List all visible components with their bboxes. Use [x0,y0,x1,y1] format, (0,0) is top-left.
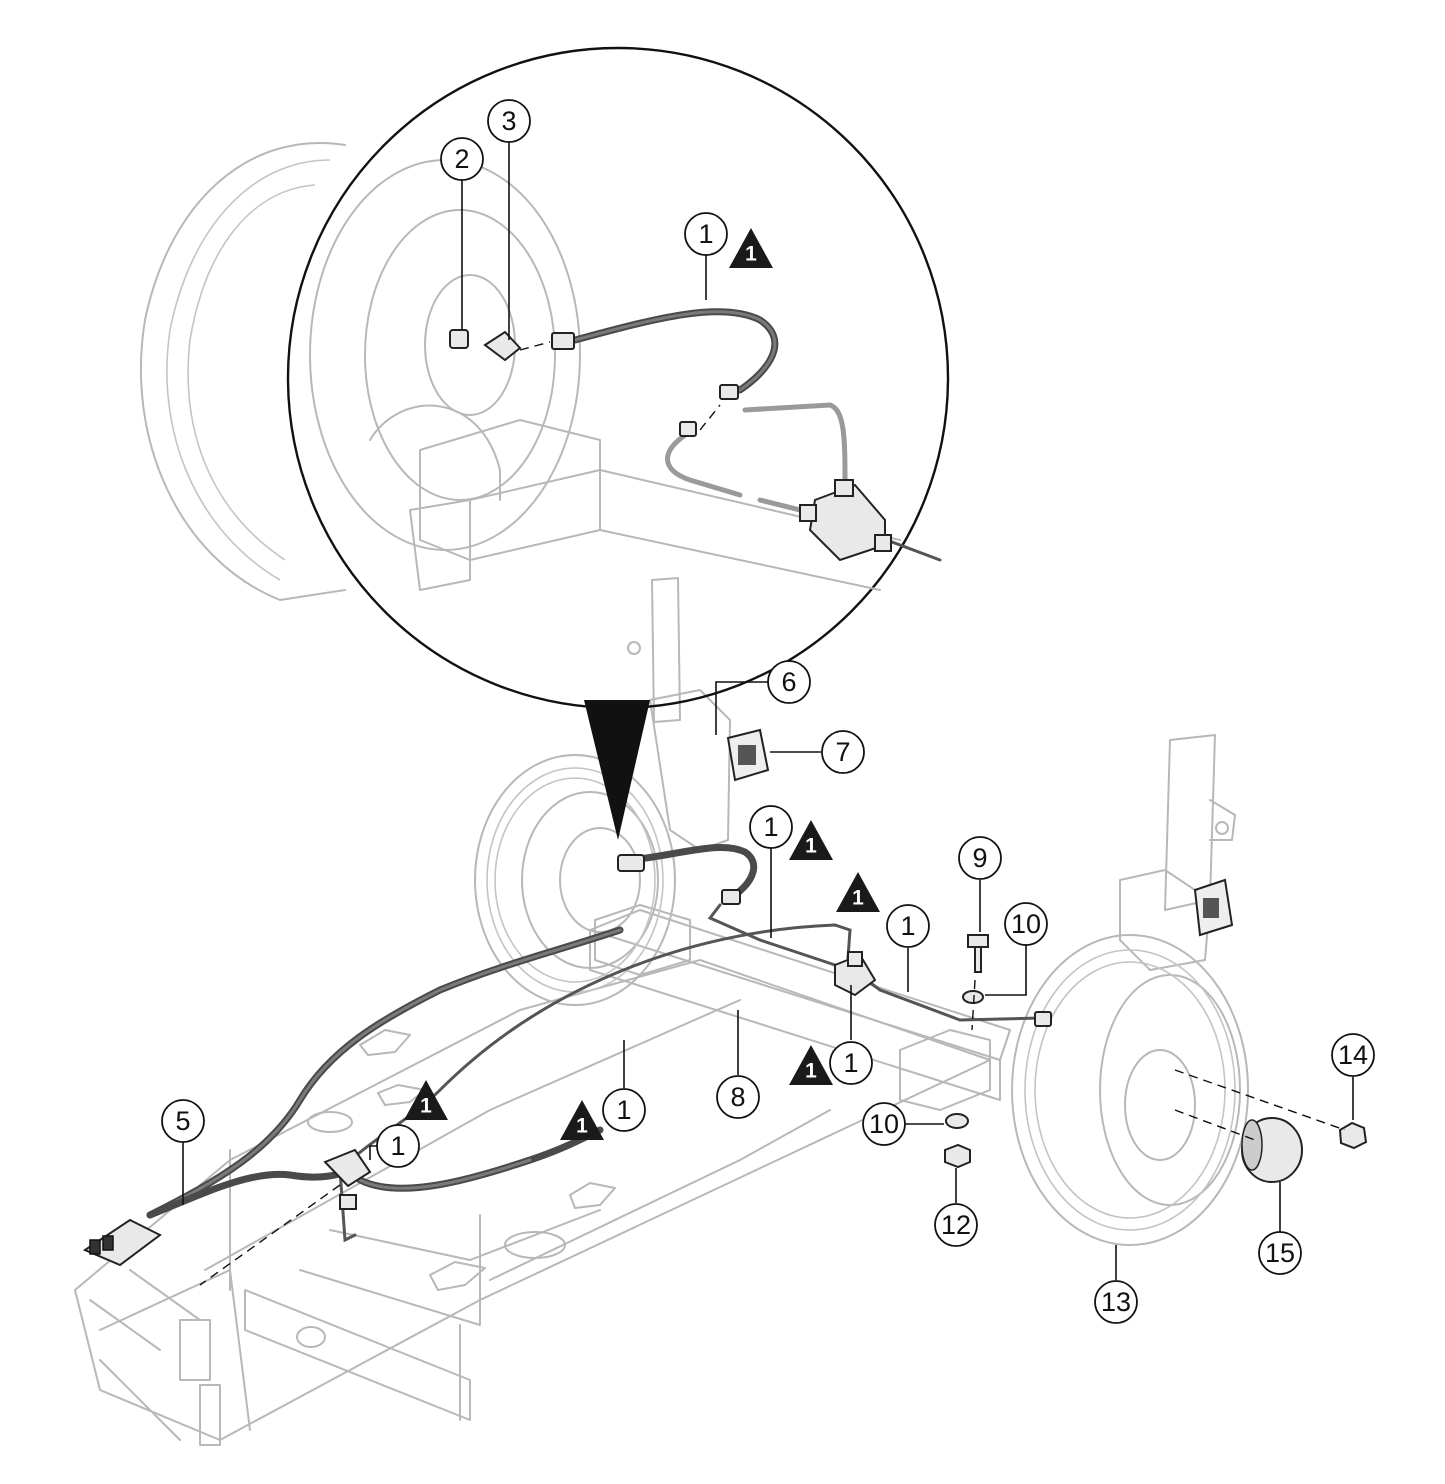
svg-text:1: 1 [852,887,864,910]
svg-text:14: 14 [1338,1040,1368,1070]
right-post [1119,734,1236,971]
callout-1-d: 1 [602,1088,646,1132]
svg-text:10: 10 [869,1109,899,1139]
svg-text:1: 1 [616,1095,631,1125]
svg-text:1: 1 [745,243,757,266]
svg-text:1: 1 [390,1131,405,1161]
axle-beam [589,904,1011,1111]
right-wheel [1011,934,1249,1246]
warning-triangle-d: 1 [560,1100,604,1140]
hardware [944,934,1368,1183]
callout-6: 6 [767,660,811,704]
svg-text:3: 3 [501,106,516,136]
warning-triangle-c: 1 [789,1045,833,1085]
callout-9: 9 [958,836,1002,880]
svg-text:9: 9 [972,843,987,873]
leader-lines [182,142,1354,1280]
callout-10-a: 10 [1004,902,1048,946]
callout-8: 8 [716,1075,760,1119]
svg-text:7: 7 [835,737,850,767]
svg-text:15: 15 [1265,1238,1295,1268]
callout-1-c: 1 [829,1041,873,1085]
callout-2: 2 [440,137,484,181]
fittings [82,854,1052,1267]
warning-triangle-e: 1 [404,1080,448,1120]
callout-1-detail: 1 [684,212,728,256]
svg-text:1: 1 [900,911,915,941]
left-post [627,577,731,851]
callout-13: 13 [1094,1280,1138,1324]
svg-text:12: 12 [941,1210,971,1240]
tail-light-left [726,728,770,782]
callout-1-b: 1 [886,904,930,948]
tail-light-right [1193,878,1234,937]
svg-text:5: 5 [175,1106,190,1136]
callout-3: 3 [487,99,531,143]
svg-text:1: 1 [698,219,713,249]
svg-text:1: 1 [420,1095,432,1118]
callout-12: 12 [934,1203,978,1247]
callout-1-a: 1 [749,805,793,849]
warning-triangle-a: 1 [789,820,833,860]
svg-text:10: 10 [1011,909,1041,939]
svg-text:1: 1 [843,1048,858,1078]
svg-text:1: 1 [805,1060,817,1083]
svg-text:8: 8 [730,1082,745,1112]
callout-5: 5 [161,1099,205,1143]
callout-15: 15 [1258,1231,1302,1275]
svg-text:1: 1 [805,835,817,858]
svg-text:6: 6 [781,667,796,697]
svg-text:13: 13 [1101,1287,1131,1317]
warning-triangle-detail: 1 [729,228,773,268]
svg-text:2: 2 [454,144,469,174]
callout-1-e: 1 [376,1124,420,1168]
svg-text:1: 1 [763,812,778,842]
mower-deck-frame [74,959,991,1446]
detail-view [139,46,950,840]
assembly-lines [199,979,1346,1286]
callout-14: 14 [1331,1033,1375,1077]
warning-triangle-b: 1 [836,872,880,912]
svg-text:1: 1 [576,1115,588,1138]
callout-7: 7 [821,730,865,774]
callout-10-b: 10 [862,1102,906,1146]
left-wheel [474,754,676,1006]
